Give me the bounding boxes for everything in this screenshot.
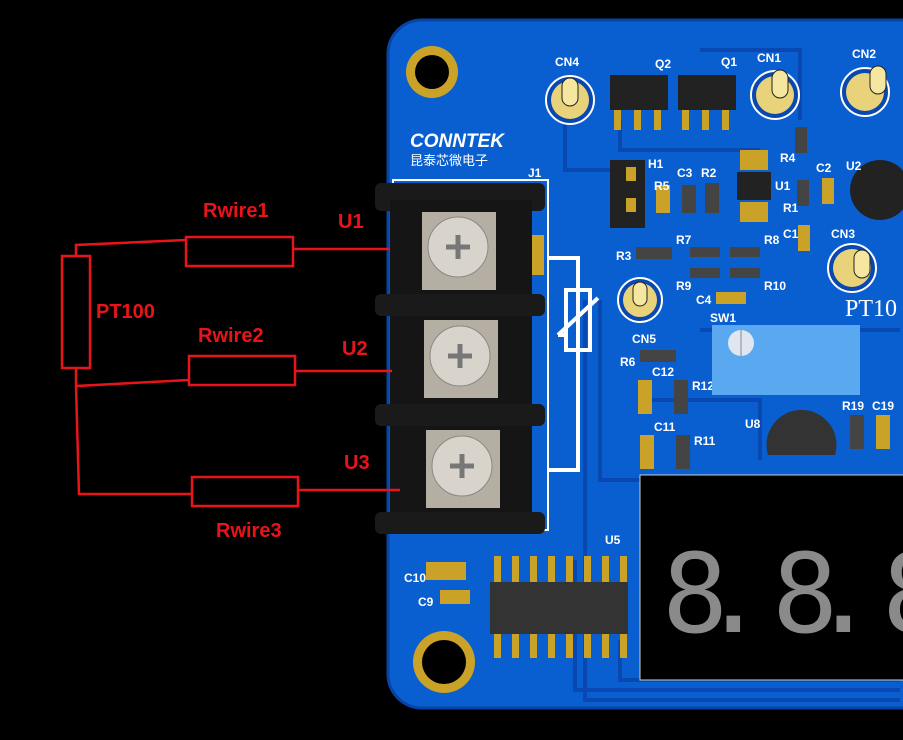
label-model: PT10 (845, 296, 897, 322)
ic-u1 (737, 150, 771, 222)
label-r7: R7 (676, 233, 692, 247)
label-u8: U8 (745, 417, 761, 431)
label-q1: Q1 (721, 55, 737, 69)
label-r12: R12 (692, 379, 714, 393)
label-r4: R4 (780, 151, 796, 165)
screw-terminal-2[interactable] (424, 320, 498, 398)
cn3-post (827, 243, 877, 293)
cn1-post (750, 69, 800, 120)
mounting-hole (406, 46, 458, 98)
label-c9: C9 (418, 595, 434, 609)
label-sw1: SW1 (710, 311, 736, 325)
label-c10: C10 (404, 571, 426, 585)
display-digit: 8 (882, 530, 903, 658)
label-r9: R9 (676, 279, 692, 293)
label-r10: R10 (764, 279, 786, 293)
label-u1: U1 (775, 179, 791, 193)
label-r3: R3 (616, 249, 632, 263)
label-r19: R19 (842, 399, 864, 413)
cn5-post (617, 277, 663, 323)
u2-label: U2 (342, 338, 368, 360)
wire-3-left (74, 385, 192, 496)
label-c2: C2 (816, 161, 832, 175)
label-r8: R8 (764, 233, 780, 247)
label-h1: H1 (648, 157, 664, 171)
label-r6: R6 (620, 355, 636, 369)
label-r11: R11 (694, 434, 716, 448)
screw-terminal-3[interactable] (426, 430, 500, 508)
label-cn2: CN2 (852, 47, 876, 61)
potentiometer-sw1[interactable] (712, 325, 860, 395)
rwire2-resistor (187, 354, 297, 387)
ic-u8 (766, 409, 837, 455)
label-c11: C11 (654, 420, 676, 434)
label-c4: C4 (696, 293, 712, 307)
wire-1-left (74, 238, 187, 256)
brand-logo: CONNTEK (410, 131, 505, 152)
label-cn5: CN5 (632, 332, 656, 346)
label-r1: R1 (783, 201, 799, 215)
u1-label: U1 (338, 211, 364, 233)
label-c1: C1 (783, 227, 799, 241)
seven-segment-display: 8. 8. 8 (639, 474, 903, 681)
cn2-post (840, 65, 890, 117)
smd-components (426, 127, 890, 604)
ic-u5 (490, 556, 628, 658)
label-u5: U5 (605, 533, 621, 547)
label-u2: U2 (846, 159, 862, 173)
display-digit: 8. (772, 530, 850, 658)
pt100-label: PT100 (96, 301, 155, 323)
brand-chinese: 昆泰芯微电子 (410, 153, 488, 168)
transistor-q2 (610, 75, 668, 130)
pt100-resistor (60, 254, 92, 370)
rwire2-label: Rwire2 (198, 325, 264, 347)
label-r2: R2 (701, 166, 717, 180)
label-j1: J1 (528, 166, 542, 180)
wire-2-left (74, 368, 190, 388)
ic-u2 (850, 160, 903, 220)
label-c19: C19 (872, 399, 894, 413)
label-r5: R5 (654, 179, 670, 193)
label-cn1: CN1 (757, 51, 781, 65)
wiring-overlay (60, 235, 400, 508)
rwire1-label: Rwire1 (203, 200, 269, 222)
rwire1-resistor (184, 235, 295, 268)
rwire3-resistor (190, 475, 300, 508)
screw-terminal-1[interactable] (422, 212, 496, 290)
u3-label: U3 (344, 452, 370, 474)
label-q2: Q2 (655, 57, 671, 71)
label-cn4: CN4 (555, 55, 579, 69)
cn4-post (545, 75, 595, 125)
label-cn3: CN3 (831, 227, 855, 241)
thermistor-symbol (548, 256, 600, 472)
transistor-q1 (678, 75, 736, 130)
label-c12: C12 (652, 365, 674, 379)
mounting-hole (413, 631, 475, 693)
rwire3-label: Rwire3 (216, 520, 282, 542)
header-h1 (610, 160, 645, 228)
label-c3: C3 (677, 166, 693, 180)
display-digit: 8. (662, 530, 740, 658)
